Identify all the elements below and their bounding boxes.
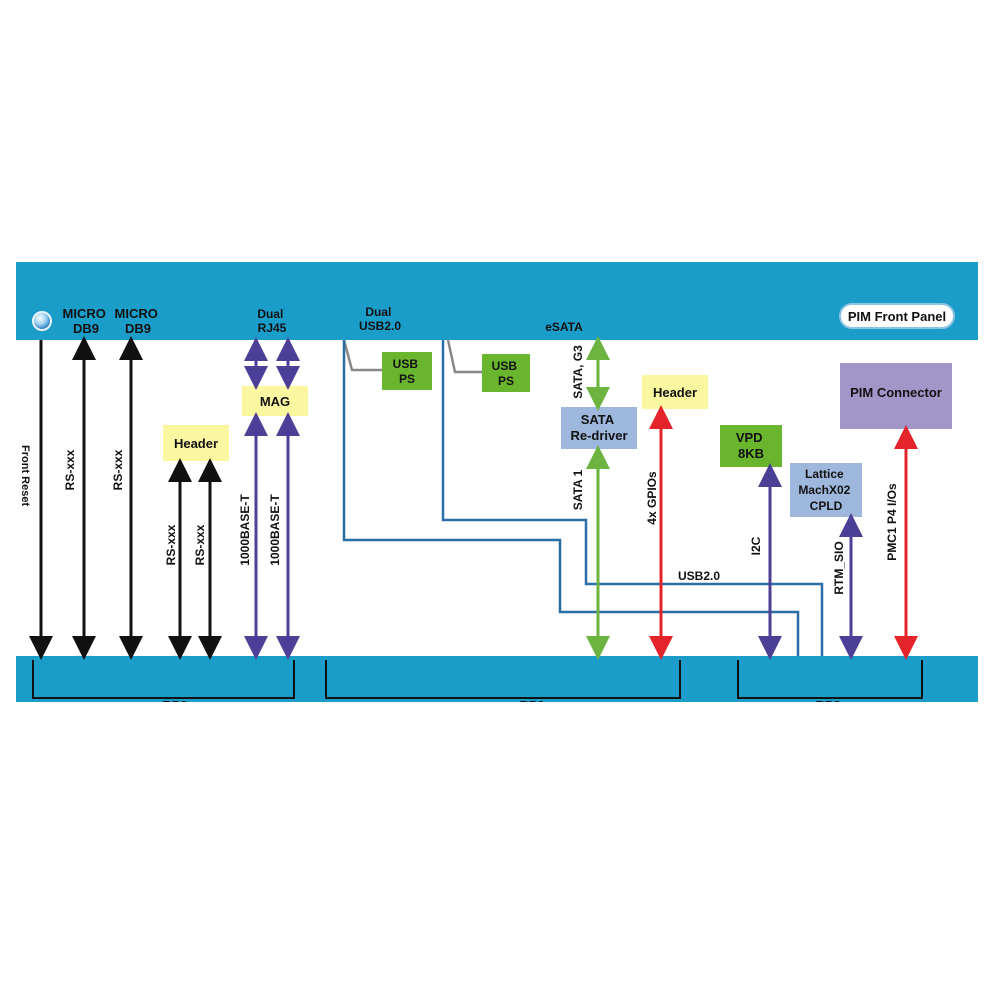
bottom-white-mask [0,702,1000,714]
svg-text:Header: Header [174,436,218,451]
lattice-cpld-box: Lattice MachX02 CPLD [790,463,862,517]
usb-ps-box-2: USB PS [482,354,530,392]
rs-xxx-label-2: RS-xxx [111,449,125,490]
rp2-right-bracket [737,660,923,699]
gpios-label: 4x GPIOs [645,471,659,525]
esata-label: eSATA [545,320,583,334]
rs-xxx-label-1: RS-xxx [63,449,77,490]
dual-rj45-label: Dual RJ45 [257,307,286,335]
svg-text:SATA Re-driver: SATA Re-driver [570,412,627,443]
micro-db9-1-label: MICRO DB9 [63,306,110,336]
rs-xxx-label-3: RS-xxx [164,524,178,565]
mag-box: MAG [242,386,308,416]
header-box-right: Header [642,375,708,409]
front-reset-label: Front Reset [19,445,31,506]
header-box-left: Header [163,425,229,461]
sata-g3-label: SATA, G3 [571,345,585,399]
pim-front-panel-label: PIM Front Panel [848,309,946,324]
sata-redriver-box: SATA Re-driver [561,407,637,449]
front-panel-band [16,262,978,340]
rp0-bracket [325,660,681,699]
rp2-left-bracket [32,660,295,699]
svg-text:Header: Header [653,385,697,400]
svg-text:VPD 8KB: VPD 8KB [736,430,766,461]
pim-connector-box: PIM Connector [840,363,952,429]
vpd-box: VPD 8KB [720,425,782,467]
svg-text:PIM Connector: PIM Connector [850,385,942,400]
i2c-label: I2C [749,536,763,555]
usb-ps-box-1: USB PS [382,352,432,390]
usb-ps-line-2 [446,339,482,374]
usb-ps-line-1 [342,339,382,372]
rear-band [16,656,978,702]
micro-db9-2-label: MICRO DB9 [115,306,162,336]
usb2-label: USB2.0 [678,569,720,583]
svg-text:USB PS: USB PS [492,359,521,388]
svg-text:Lattice MachX02 CP: Lattice MachX02 CPLD [798,467,853,513]
base-t-label-2: 1000BASE-T [268,494,282,566]
rs-xxx-label-4: RS-xxx [193,524,207,565]
sata-1-label: SATA 1 [571,469,585,510]
pim-front-panel-badge: PIM Front Panel [839,303,955,329]
svg-text:USB PS: USB PS [393,357,422,386]
base-t-label-1: 1000BASE-T [238,494,252,566]
rtm-sio-label: RTM_SIO [832,541,846,594]
front-reset-button[interactable] [32,311,52,331]
svg-text:MAG: MAG [260,394,290,409]
usb2-route-1 [342,340,800,656]
dual-usb-label: Dual USB2.0 [359,305,401,333]
pmc1-label: PMC1 P4 I/Os [885,483,899,561]
